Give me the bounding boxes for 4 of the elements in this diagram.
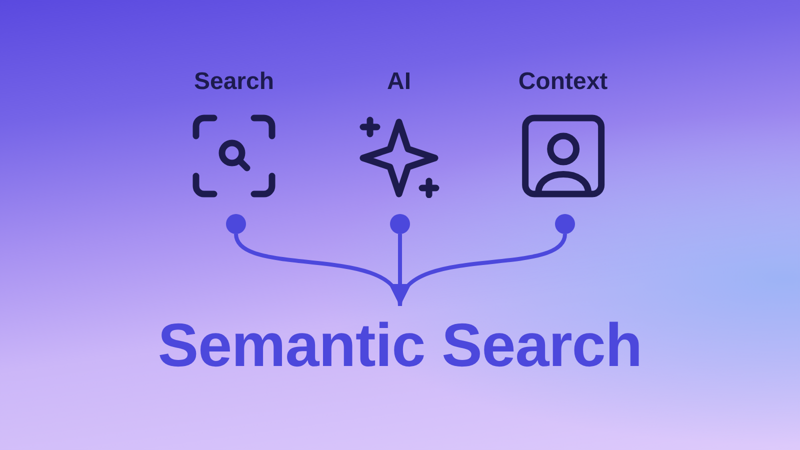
label: Search bbox=[194, 68, 274, 96]
label: Context bbox=[518, 68, 608, 96]
heading-text: Semantic Search bbox=[158, 310, 642, 381]
label: AI bbox=[387, 68, 411, 96]
